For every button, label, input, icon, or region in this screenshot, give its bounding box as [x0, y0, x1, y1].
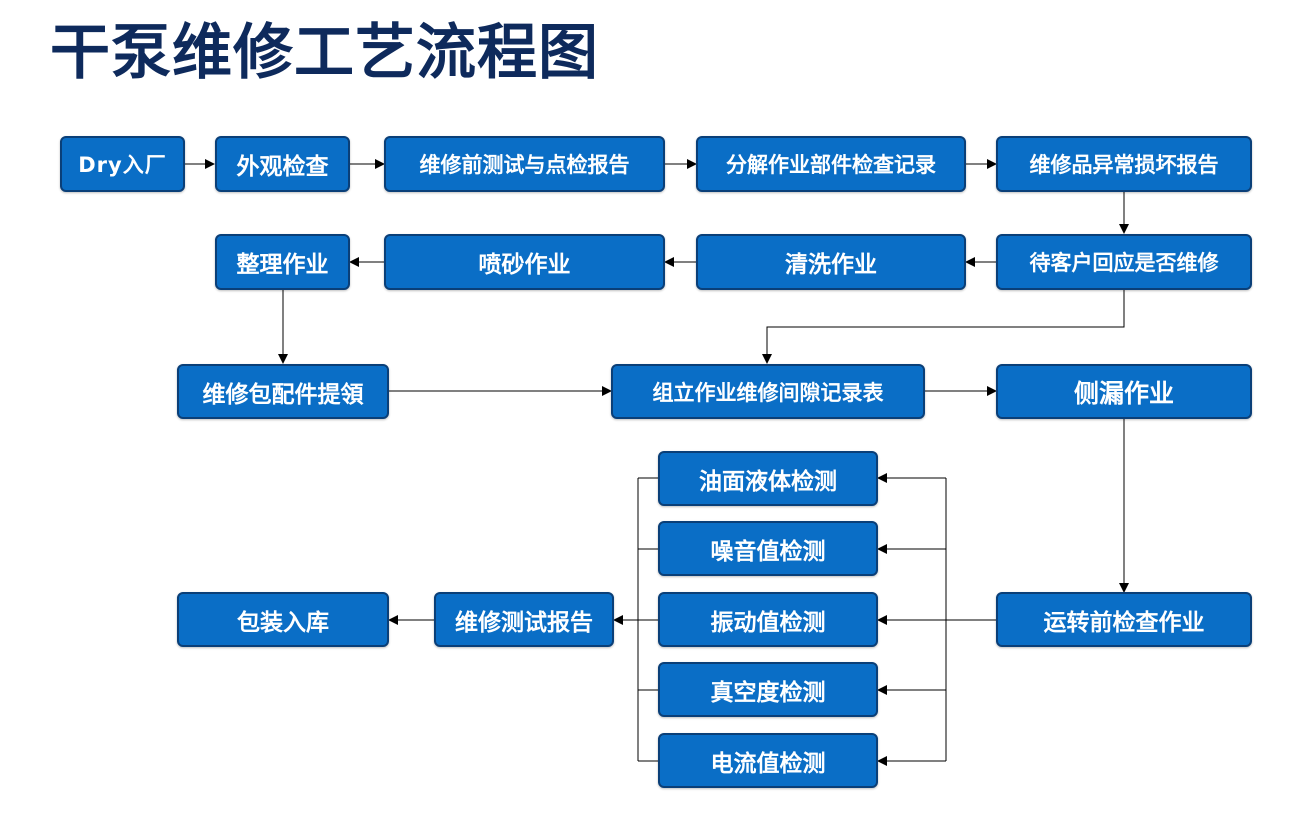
- step-appearance-check: 外观检查: [215, 136, 350, 192]
- step-vibration-test: 振动值检测: [658, 592, 878, 647]
- step-abnormal-damage-report: 维修品异常损坏报告: [996, 136, 1252, 192]
- step-assembly-clearance: 组立作业维修间隙记录表: [611, 364, 925, 419]
- step-repair-test-report: 维修测试报告: [434, 592, 614, 647]
- step-cleaning: 清洗作业: [696, 234, 966, 290]
- step-oil-liquid-test: 油面液体检测: [658, 451, 878, 506]
- arrow-await-to-assembly: [762, 289, 1125, 364]
- step-vacuum-test: 真空度检测: [658, 662, 878, 717]
- step-await-customer: 待客户回应是否维修: [996, 234, 1252, 290]
- step-leak-test: 侧漏作业: [996, 364, 1252, 419]
- step-finishing: 整理作业: [215, 234, 350, 290]
- step-parts-pickup: 维修包配件提領: [177, 364, 389, 419]
- step-disassembly-record: 分解作业部件检查记录: [696, 136, 966, 192]
- page-title: 干泵维修工艺流程图: [50, 18, 599, 88]
- step-pre-repair-test: 维修前测试与点检报告: [384, 136, 665, 192]
- step-dry-in: Dry入厂: [60, 136, 185, 192]
- step-pre-run-check: 运转前检查作业: [996, 592, 1252, 647]
- step-current-test: 电流值检测: [658, 733, 878, 788]
- step-pack-store: 包装入库: [177, 592, 389, 647]
- step-sandblasting: 喷砂作业: [384, 234, 665, 290]
- step-noise-test: 噪音值检测: [658, 521, 878, 576]
